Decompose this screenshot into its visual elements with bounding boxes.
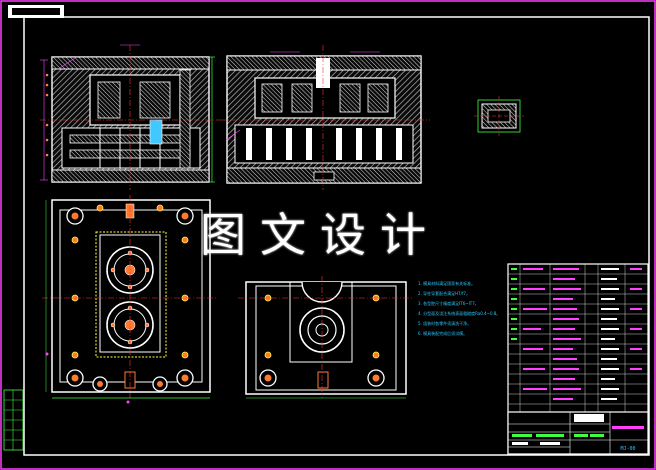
note-6: 6. 模具装配完成后须试模。 — [418, 331, 468, 336]
note-4: 4. 分型面及浇注系统表面粗糙度Ra0.4~0.8。 — [418, 311, 501, 316]
margin-stamp — [3, 389, 24, 451]
detail-view — [474, 96, 524, 136]
section-view-front — [40, 44, 220, 190]
title-block — [507, 411, 649, 455]
section-view-side — [220, 45, 430, 190]
drawing-code: MJ-00 — [620, 446, 636, 452]
plan-view-moving-half — [238, 276, 414, 399]
plan-view-fixed-half — [42, 195, 218, 404]
watermark-text: 图文设计 — [200, 208, 440, 262]
note-1: 1. 模具材料满足国家有关标准。 — [418, 281, 476, 286]
note-5: 5. 组装时各零件须清洗干净。 — [418, 321, 472, 326]
note-2: 2. 导柱导套配合满足H7/f7。 — [418, 291, 470, 296]
note-3: 3. 各型腔尺寸精度满足IT6~IT7。 — [418, 301, 479, 306]
sheet-border-inner — [23, 16, 650, 456]
